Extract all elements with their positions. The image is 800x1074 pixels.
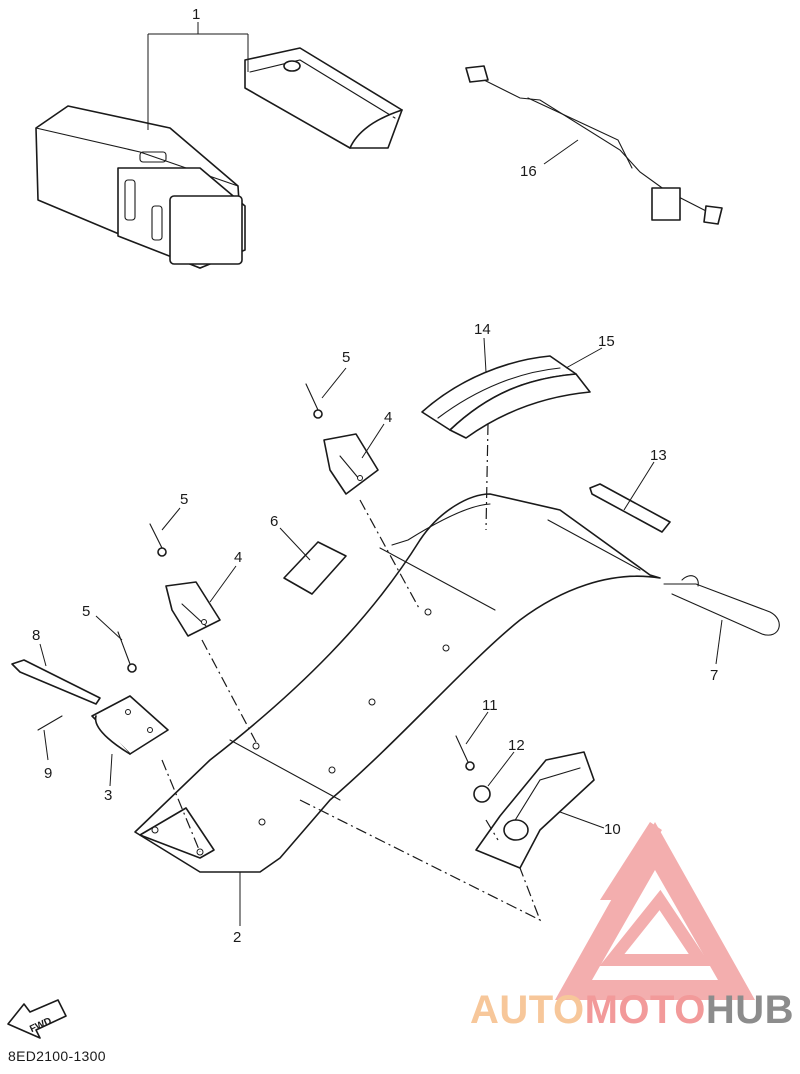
callout-15: 15 [598,333,615,350]
cable-part-16 [465,65,723,225]
watermark-text-hub: HUB [705,988,795,1032]
label-part-6 [283,541,347,595]
callout-14: 14 [474,321,491,338]
hinge-part-3 [91,695,169,755]
callout-9: 9 [44,765,52,782]
pin-part-8 [11,659,101,705]
rivet-part-11 [455,735,475,771]
rivet-part-5-low [117,631,137,673]
rivet-part-5-mid [149,523,167,557]
callout-5-mid: 5 [180,491,188,508]
leader-lines [39,22,723,926]
callout-4-upper: 4 [384,409,392,426]
callout-5-top: 5 [342,349,350,366]
callout-3: 3 [104,787,112,804]
clip-pin-part-9 [37,715,63,731]
rivet-part-5-top [305,383,323,419]
fwd-arrow: FWD [7,999,67,1039]
seal-strip-part-15 [449,373,591,439]
fender-part-2 [134,493,661,873]
callouts: 1 2 3 4 4 5 5 5 6 7 8 9 10 11 12 13 14 1… [32,6,718,946]
watermark-text: AUTOMOTOHUB [470,988,794,1033]
nut-part-12 [473,785,491,803]
callout-4-lower: 4 [234,549,242,566]
watermark-logo [555,822,755,1000]
clip-part-4-upper [323,433,379,495]
callout-1: 1 [192,6,200,23]
callout-11: 11 [482,697,498,714]
callout-7: 7 [710,667,718,684]
bar-part-13 [589,483,671,533]
callout-2: 2 [233,929,241,946]
watermark-text-moto: MOTO [584,988,706,1032]
callout-6: 6 [270,513,278,530]
callout-10: 10 [604,821,621,838]
diagram-code: 8ED2100-1300 [8,1048,106,1064]
callout-5-low: 5 [82,603,90,620]
callout-16: 16 [520,163,537,180]
watermark-text-auto: AUTO [470,988,585,1032]
assembly-lines [161,423,542,922]
holder-part-10 [475,751,595,869]
clip-part-4-lower [165,581,221,637]
tool-bag-part-1 [35,47,403,269]
callout-12: 12 [508,737,525,754]
callout-8: 8 [32,627,40,644]
callout-13: 13 [650,447,667,464]
rod-part-7 [663,575,780,636]
